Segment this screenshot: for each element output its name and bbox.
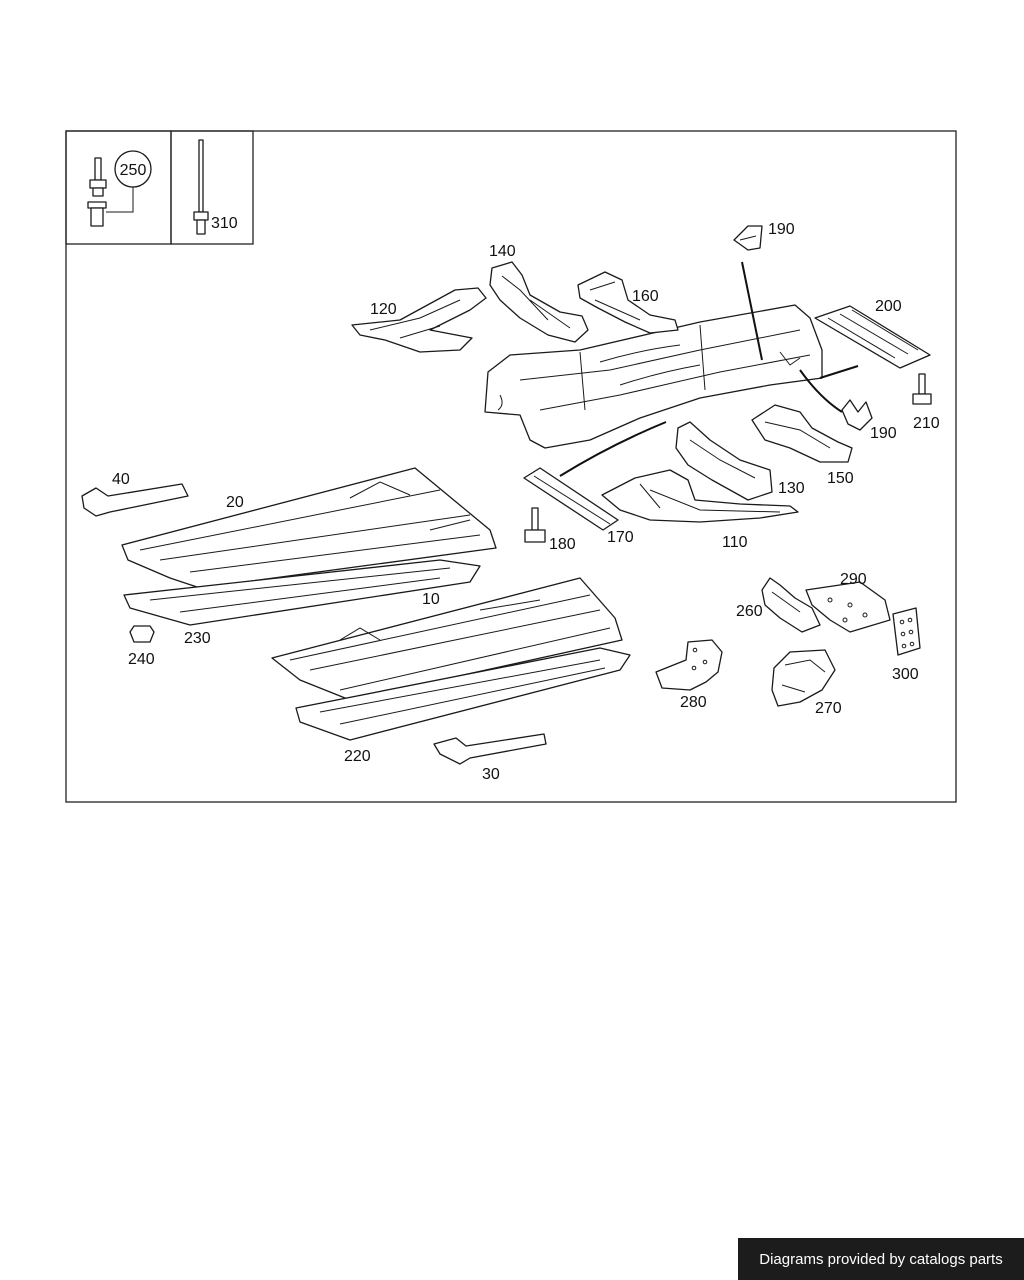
diagram-frame bbox=[65, 130, 957, 803]
callout-260: 260 bbox=[736, 603, 763, 620]
callout-130: 130 bbox=[778, 480, 805, 497]
inset-box-310 bbox=[170, 130, 254, 245]
part-190-clip-top[interactable] bbox=[733, 225, 763, 251]
part-220-panel[interactable] bbox=[295, 647, 631, 741]
main-frame-assembly[interactable] bbox=[484, 304, 823, 449]
arrow-190-lower bbox=[799, 369, 843, 413]
callout-250: 250 bbox=[120, 162, 147, 179]
part-310-rod[interactable] bbox=[193, 139, 209, 235]
callout-20: 20 bbox=[226, 494, 244, 511]
part-200-panel[interactable] bbox=[814, 305, 931, 369]
credits-banner: Diagrams provided by catalogs parts bbox=[738, 1238, 1024, 1280]
callout-160: 160 bbox=[632, 288, 659, 305]
part-140-bracket[interactable] bbox=[489, 261, 589, 343]
credits-text: Diagrams provided by catalogs parts bbox=[759, 1250, 1003, 1268]
arrow-170 bbox=[559, 421, 667, 477]
callout-310: 310 bbox=[211, 215, 238, 232]
part-290-plate[interactable] bbox=[805, 581, 891, 633]
callout-290: 290 bbox=[840, 571, 867, 588]
callout-110: 110 bbox=[722, 534, 748, 551]
callout-150: 150 bbox=[827, 470, 854, 487]
callout-210: 210 bbox=[913, 415, 940, 432]
callout-300: 300 bbox=[892, 666, 919, 683]
part-130-bracket[interactable] bbox=[675, 421, 773, 501]
part-250-bolt[interactable] bbox=[87, 150, 152, 227]
part-260-bracket[interactable] bbox=[761, 577, 821, 633]
callout-220: 220 bbox=[344, 748, 371, 765]
callout-230: 230 bbox=[184, 630, 211, 647]
part-10-floor-panel[interactable] bbox=[271, 577, 623, 701]
callout-10: 10 bbox=[422, 591, 440, 608]
inset-box-250 bbox=[65, 130, 172, 245]
part-210-bolt[interactable] bbox=[912, 373, 932, 405]
part-30-member[interactable] bbox=[433, 733, 547, 765]
part-150-bracket[interactable] bbox=[751, 404, 853, 463]
callout-270: 270 bbox=[815, 700, 842, 717]
part-270-bracket[interactable] bbox=[771, 649, 836, 707]
callout-140: 140 bbox=[489, 243, 516, 260]
part-120-rail[interactable] bbox=[351, 287, 487, 353]
part-160-bracket[interactable] bbox=[577, 271, 679, 334]
callout-30: 30 bbox=[482, 766, 500, 783]
part-180-bolt[interactable] bbox=[524, 507, 546, 543]
callout-190-top: 190 bbox=[768, 221, 795, 238]
part-300-plate[interactable] bbox=[892, 607, 921, 656]
callout-200: 200 bbox=[875, 298, 902, 315]
part-40-member[interactable] bbox=[81, 483, 189, 517]
part-170-crossmember[interactable] bbox=[523, 467, 619, 531]
arrow-190-top bbox=[741, 261, 763, 361]
part-20-floor-panel[interactable] bbox=[121, 467, 497, 589]
callout-190-lower: 190 bbox=[870, 425, 897, 442]
callout-120: 120 bbox=[370, 301, 397, 318]
part-240-plug[interactable] bbox=[129, 625, 155, 643]
part-280-bracket[interactable] bbox=[655, 639, 723, 691]
arrow-190-lower-2 bbox=[819, 365, 859, 379]
callout-40: 40 bbox=[112, 471, 130, 488]
part-190-clip-lower[interactable] bbox=[841, 399, 873, 431]
callout-170: 170 bbox=[607, 529, 634, 546]
part-110-sill[interactable] bbox=[601, 469, 799, 523]
part-230-panel[interactable] bbox=[123, 559, 481, 626]
callout-280: 280 bbox=[680, 694, 707, 711]
callout-180: 180 bbox=[549, 536, 576, 553]
callout-240: 240 bbox=[128, 651, 155, 668]
